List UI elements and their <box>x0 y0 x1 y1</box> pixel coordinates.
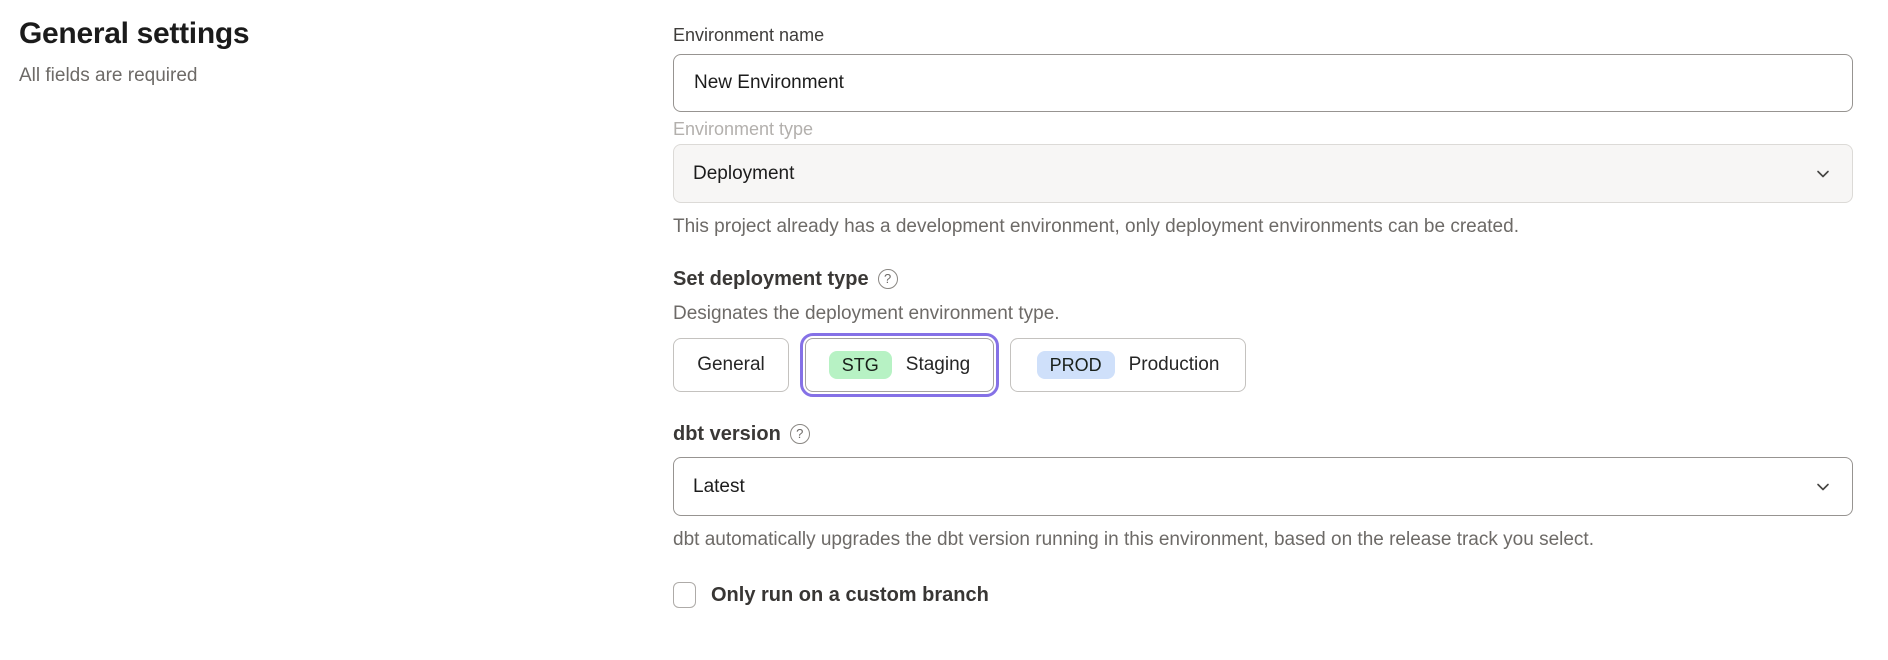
staging-badge: STG <box>829 351 892 379</box>
dbt-version-value: Latest <box>693 476 745 498</box>
environment-type-label: Environment type <box>673 118 1853 140</box>
general-settings-form: Environment name Environment type Deploy… <box>673 18 1853 608</box>
deployment-type-staging-label: Staging <box>906 354 970 376</box>
production-badge: PROD <box>1037 351 1115 379</box>
environment-type-helper: This project already has a development e… <box>673 215 1853 239</box>
environment-name-input[interactable] <box>673 54 1853 112</box>
dbt-version-heading: dbt version ? <box>673 421 1853 447</box>
page-title: General settings <box>19 14 539 54</box>
deployment-type-production-button[interactable]: PROD Production <box>1010 338 1246 392</box>
help-icon[interactable]: ? <box>878 269 898 289</box>
page-subtitle: All fields are required <box>19 64 539 88</box>
deployment-type-options: General STG Staging PROD Production <box>673 338 1853 392</box>
custom-branch-label: Only run on a custom branch <box>711 582 989 608</box>
deployment-type-heading: Set deployment type ? <box>673 266 1853 292</box>
environment-name-label: Environment name <box>673 24 1853 46</box>
deployment-type-general-button[interactable]: General <box>673 338 789 392</box>
custom-branch-row: Only run on a custom branch <box>673 582 1853 608</box>
deployment-type-staging-button[interactable]: STG Staging <box>805 338 994 392</box>
environment-type-select: Deployment <box>673 144 1853 203</box>
dbt-version-helper: dbt automatically upgrades the dbt versi… <box>673 528 1853 552</box>
help-icon[interactable]: ? <box>790 424 810 444</box>
environment-type-value: Deployment <box>693 163 794 185</box>
settings-intro: General settings All fields are required <box>19 14 539 88</box>
chevron-down-icon <box>1814 165 1832 183</box>
dbt-version-select[interactable]: Latest <box>673 457 1853 516</box>
deployment-type-general-label: General <box>697 354 765 376</box>
deployment-type-helper: Designates the deployment environment ty… <box>673 302 1853 326</box>
custom-branch-checkbox[interactable] <box>673 582 696 608</box>
deployment-type-production-label: Production <box>1129 354 1220 376</box>
dbt-version-heading-text: dbt version <box>673 421 781 447</box>
deployment-type-heading-text: Set deployment type <box>673 266 869 292</box>
chevron-down-icon <box>1814 478 1832 496</box>
